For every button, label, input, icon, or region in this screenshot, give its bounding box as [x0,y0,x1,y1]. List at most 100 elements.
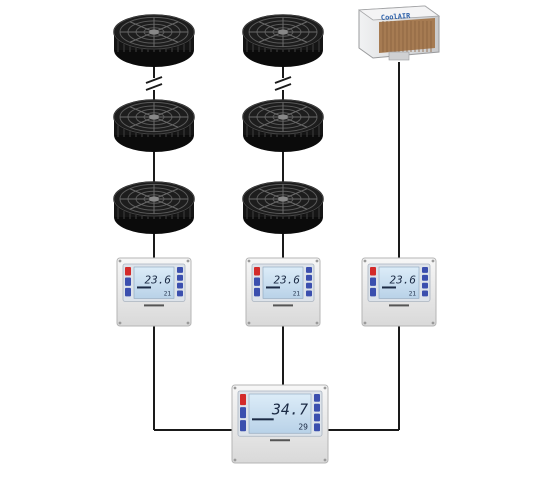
controller-key-left [125,287,131,297]
fan-spoke [258,198,284,210]
fan-col2-3 [242,181,324,234]
controller-key-right [177,282,183,289]
fan-spoke [153,31,179,43]
controller-key-right [306,267,312,273]
controller-lcd-bar [382,286,396,289]
fan-spoke [129,116,155,128]
fan-rim [242,181,324,217]
fan-hub [149,196,159,202]
controller-lcd [133,266,175,299]
fan-spoke [129,31,155,43]
controller-screw [233,458,237,462]
controller-screw [186,259,190,263]
controller-screw [323,386,327,390]
break-mark [274,83,292,91]
controller-col1: 23.621 [116,257,192,327]
fan-col2-2 [242,99,324,152]
controller-key-right [422,282,428,289]
fan-spoke [258,116,284,128]
controller-key-right [314,403,320,412]
controller-screw [118,321,122,325]
fan-hub [278,196,288,202]
controller-col3: 23.6 21 [361,257,437,327]
controller-key-left [370,287,376,297]
controller-key-right [177,274,183,281]
fan-col1-3 [113,181,195,234]
controller-brand-strip [270,439,290,442]
controller-col2: 23.621 [245,257,321,327]
fan-hub [278,114,288,120]
controller-screw [431,259,435,263]
controller-key-right [177,290,183,297]
cooler-top [357,5,441,21]
fan-spoke [282,188,308,200]
fan-spoke [153,188,179,200]
controller-screw [363,259,367,263]
fan-spoke [258,31,284,43]
controller-screw [315,321,319,325]
controller-screw [247,321,251,325]
controller-lcd [378,266,420,299]
fan-hub [149,29,159,35]
controller-key-right [306,290,312,297]
fan-spoke [282,106,308,118]
controller-key-right [177,267,183,273]
fan-col2-1 [242,14,324,67]
controller-sub-reading: 21 [293,290,301,297]
controller-screw [323,458,327,462]
fan-col1-2 [113,99,195,152]
controller-key-left [125,277,131,286]
fan-spoke [153,198,179,210]
fan-spoke [282,31,308,43]
controller-brand-strip [144,304,164,307]
fan-rim [113,14,195,50]
fan-spoke [129,198,155,210]
break-mark [145,76,163,84]
evaporative-cooler: CoolAIR [357,5,441,61]
controller-lcd-bar [137,286,151,289]
fan-rim [113,99,195,135]
controller-screw [118,259,122,263]
controller-lcd-bar [252,418,274,421]
controller-brand-strip [389,304,409,307]
fan-spoke [153,116,179,128]
fan-spoke [258,106,284,118]
fan-spoke [282,198,308,210]
controller-lcd [262,266,304,299]
break-mark [145,83,163,91]
cooler-mount [388,51,410,61]
controller-lcd [248,393,312,434]
fan-rim [242,14,324,50]
controller-lcd-bar [266,286,280,289]
controller-screw [363,321,367,325]
controller-screw [431,321,435,325]
controller-screw [233,386,237,390]
fan-col1-1 [113,14,195,67]
controller-key-right [306,274,312,281]
fan-hub [278,29,288,35]
fan-spoke [129,21,155,33]
controller-screw [247,259,251,263]
break-mark [274,76,292,84]
fan-spoke [129,106,155,118]
controller-key-right [306,282,312,289]
controller-key-left [254,267,260,276]
fan-spoke [282,116,308,128]
controller-key-right [422,274,428,281]
controller-key-left [254,277,260,286]
controller-screw [186,321,190,325]
fan-rim [242,99,324,135]
wiring [145,60,400,431]
controller-reading: 23.6 [145,273,172,286]
controller-sub-reading: 21 [409,290,417,297]
fan-spoke [258,21,284,33]
controller-reading: 34.7 [271,400,308,418]
controller-reading: 23.6 [390,273,417,286]
controller-key-left [370,277,376,286]
controller-key-left [254,287,260,297]
controller-key-left [240,394,246,406]
fan-hub [149,114,159,120]
